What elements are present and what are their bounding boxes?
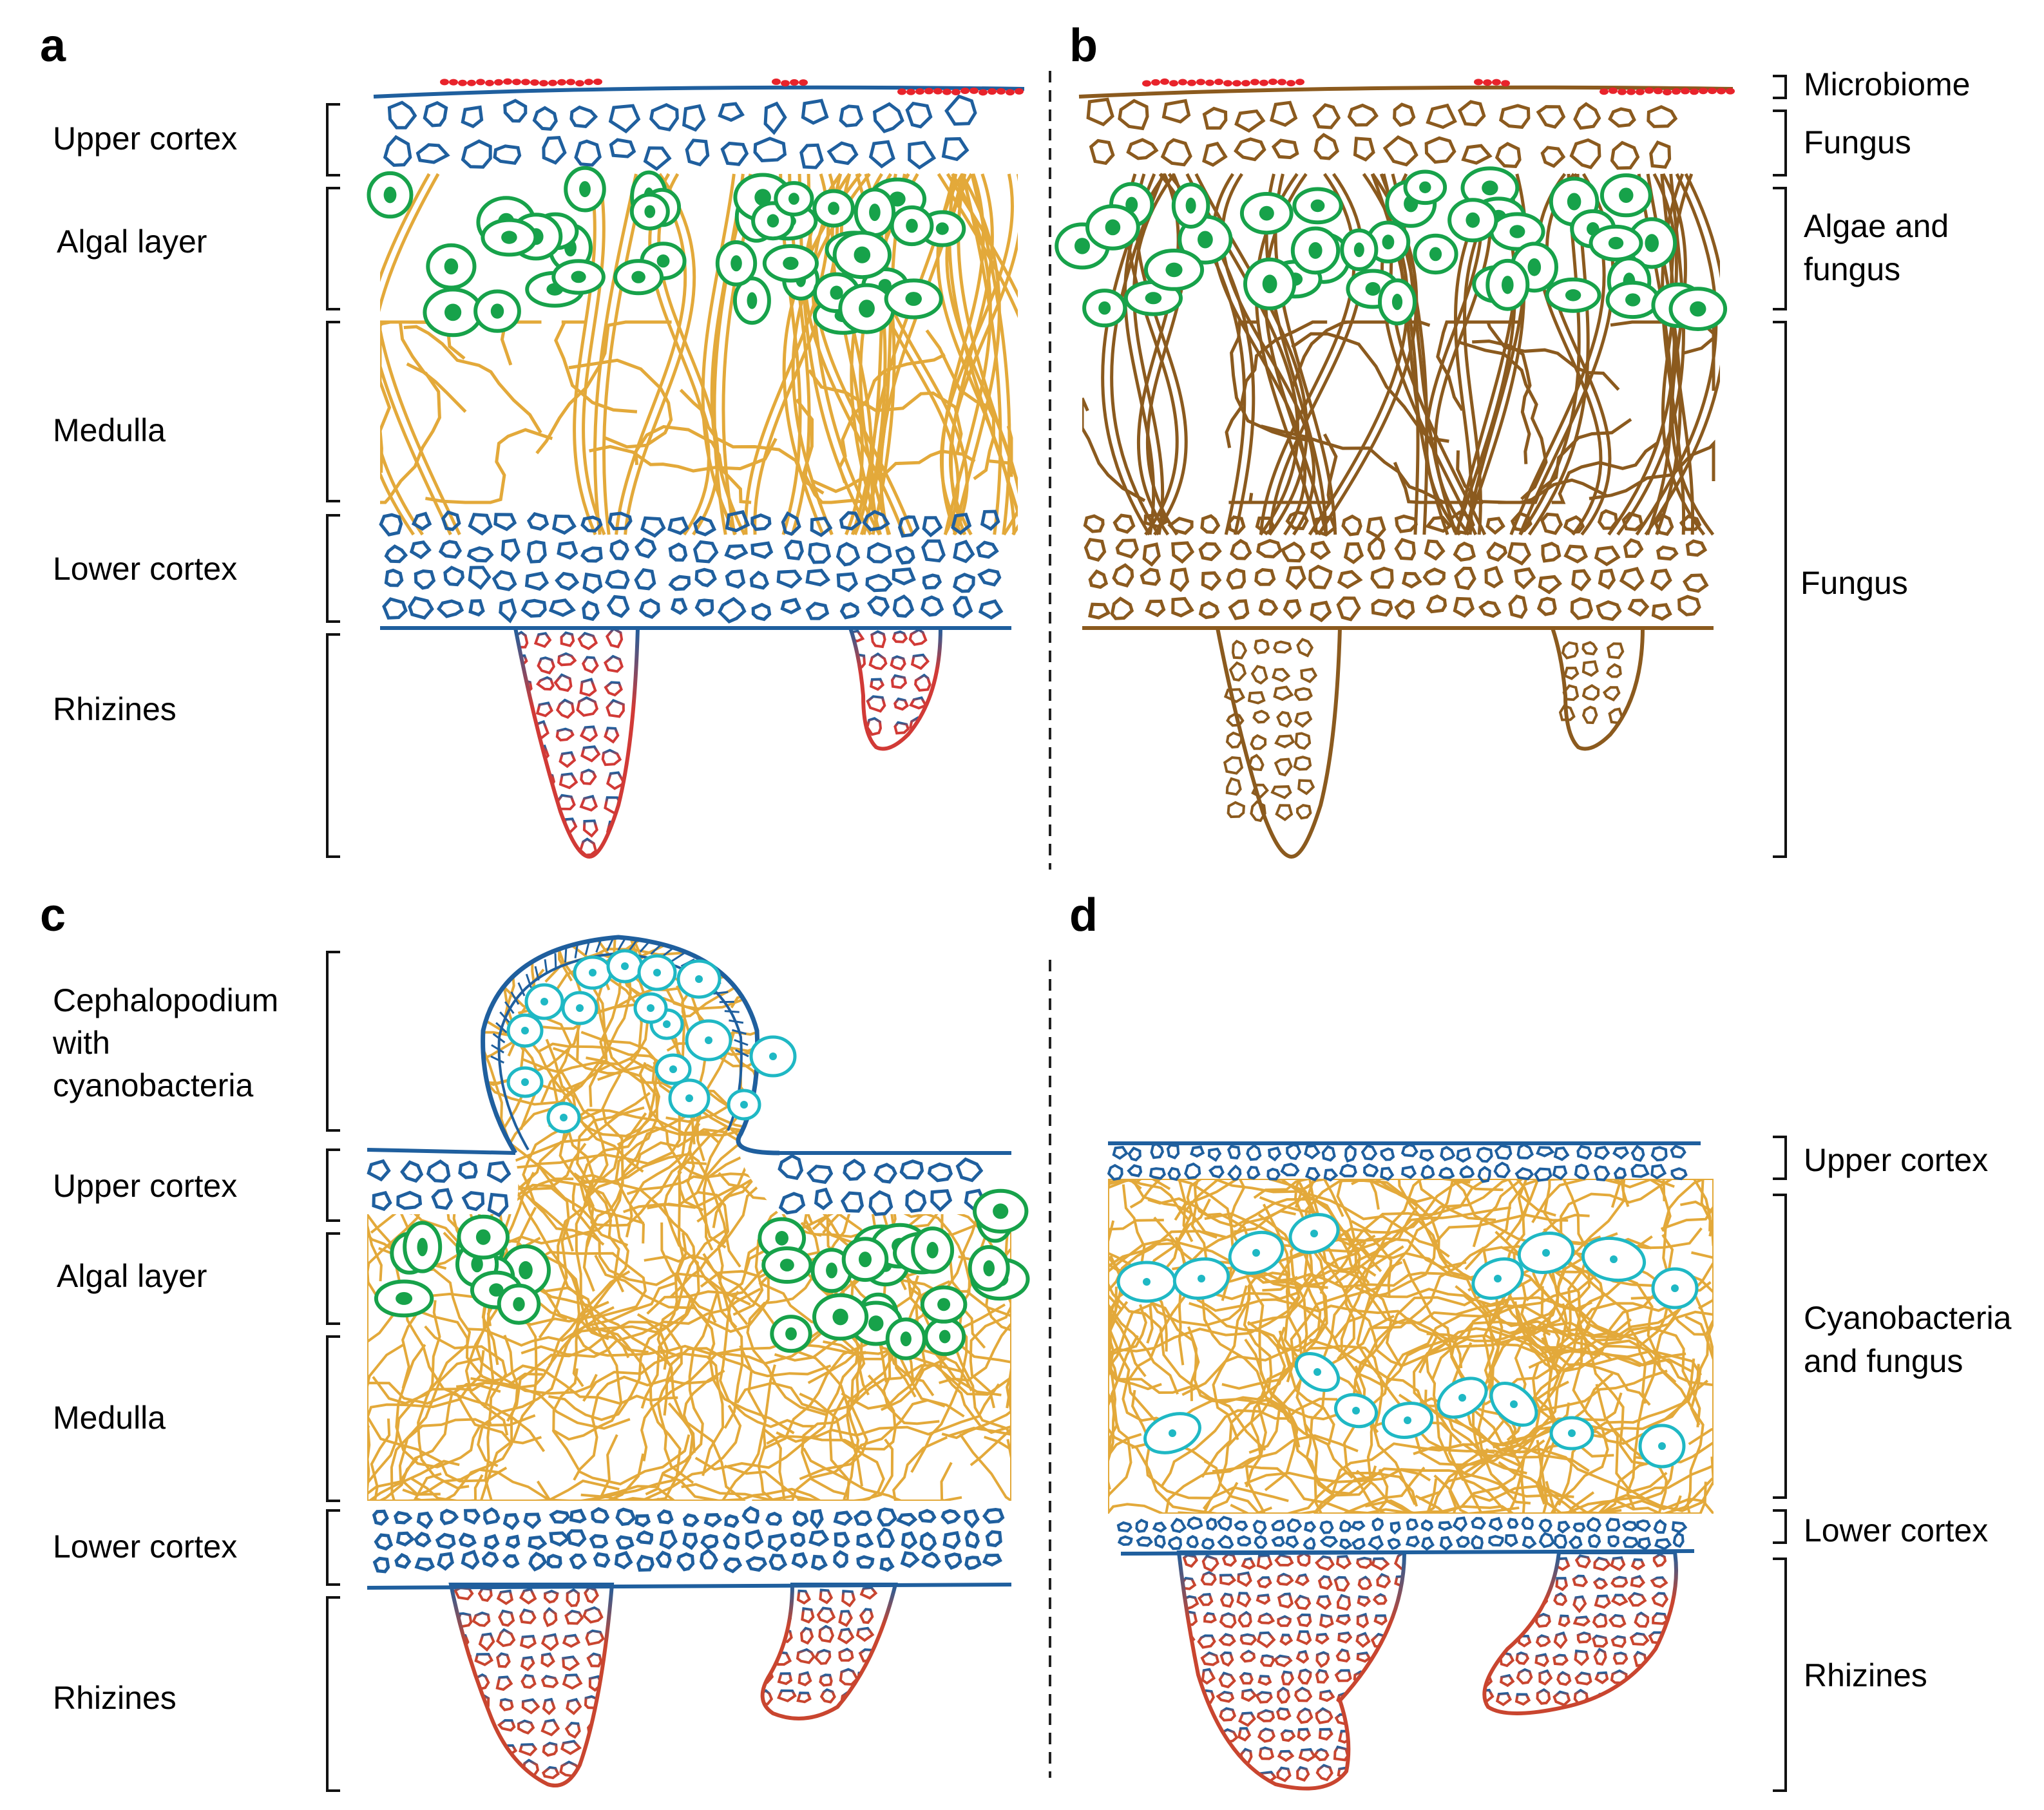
panel-d: Upper cortex Cyanobacteria and fungus Lo… — [1107, 1136, 2012, 1792]
panel-b-brackets — [1773, 75, 1787, 858]
panel-a-drawing — [367, 78, 1025, 859]
label-upper-cortex-d: Upper cortex — [1804, 1142, 1988, 1178]
panel-c-upper-cortex-left — [367, 1159, 511, 1217]
panel-d-medulla — [1108, 1179, 1714, 1514]
label-fungus-line2: fungus — [1804, 251, 1900, 287]
panel-a-brackets — [326, 103, 340, 858]
label-fungus-bottom: Fungus — [1800, 565, 1908, 601]
label-upper-cortex-c: Upper cortex — [53, 1168, 237, 1204]
panel-d-rhizine-2 — [1482, 1550, 1678, 1715]
panel-b-labels: Microbiome Fungus Algae and fungus Fungu… — [1800, 66, 1970, 601]
label-cyanobacteria-d: Cyanobacteria — [1804, 1300, 2012, 1336]
panel-a-algal-cells — [367, 166, 966, 338]
label-upper-cortex: Upper cortex — [53, 120, 237, 157]
label-with: with — [52, 1025, 110, 1061]
panel-c-upper-cortex-right — [778, 1154, 986, 1216]
panel-a: Upper cortex Algal layer Medulla Lower c… — [53, 78, 1025, 859]
panel-letter-c: c — [40, 890, 66, 941]
label-fungus-top: Fungus — [1804, 124, 1911, 160]
label-algae-and: Algae and — [1804, 208, 1949, 244]
panel-b-rhizine-2 — [1549, 626, 1645, 751]
panel-d-brackets — [1773, 1136, 1787, 1792]
label-microbiome: Microbiome — [1804, 66, 1970, 102]
panel-c-rhizine-2 — [760, 1583, 898, 1720]
panel-b-algal-cells — [1055, 166, 1728, 332]
panel-c-surface-line — [367, 1148, 1011, 1155]
label-algal-layer-c: Algal layer — [57, 1258, 207, 1294]
panel-b-microbiome — [1142, 78, 1735, 96]
panel-a-lower-cortex — [379, 510, 1004, 624]
label-algal-layer: Algal layer — [57, 224, 207, 260]
panel-a-surface-line — [373, 85, 1025, 99]
label-cyanobacteria: cyanobacteria — [53, 1067, 253, 1103]
panel-a-microbiome — [440, 78, 1024, 96]
label-and-fungus-d: and fungus — [1804, 1343, 1963, 1379]
panel-a-upper-cortex — [383, 94, 977, 171]
panel-letter-d: d — [1069, 890, 1098, 941]
panel-d-lower-cortex — [1116, 1516, 1688, 1551]
panel-a-labels: Upper cortex Algal layer Medulla Lower c… — [53, 120, 237, 727]
label-medulla-c: Medulla — [53, 1400, 166, 1436]
panel-c-algal-cells — [374, 1188, 1030, 1360]
panel-d-labels: Upper cortex Cyanobacteria and fungus Lo… — [1804, 1142, 2012, 1693]
panel-a-rhizine-1 — [513, 626, 640, 859]
label-medulla: Medulla — [53, 412, 166, 448]
label-rhizines: Rhizines — [53, 691, 177, 727]
panel-a-medulla — [380, 173, 1018, 536]
panel-c-brackets — [326, 951, 340, 1792]
label-rhizines-d: Rhizines — [1804, 1657, 1927, 1693]
panel-c-lower-edge — [367, 1583, 1012, 1590]
panel-c-medulla — [367, 937, 1011, 1501]
panel-d-cyanobacteria — [1116, 1213, 1699, 1469]
panel-d-drawing — [1107, 1141, 1714, 1791]
panel-c-cephalopodium — [481, 935, 797, 1156]
label-lower-cortex-d: Lower cortex — [1804, 1512, 1988, 1548]
panel-c-drawing — [367, 935, 1030, 1787]
panel-letter-b: b — [1069, 20, 1098, 71]
panel-b-upper-cortex — [1086, 97, 1678, 170]
panel-b-drawing — [1055, 78, 1735, 859]
panel-b-surface-line — [1078, 85, 1734, 99]
panel-d-upper-cortex — [1107, 1142, 1688, 1183]
panel-c-labels: Cephalopodium with cyanobacteria Upper c… — [52, 982, 278, 1716]
label-rhizines-c: Rhizines — [53, 1680, 177, 1716]
label-cephalopodium: Cephalopodium — [53, 982, 278, 1018]
panel-c-lower-cortex — [372, 1505, 1005, 1574]
label-lower-cortex: Lower cortex — [53, 551, 237, 587]
panel-d-rhizine-1 — [1176, 1550, 1407, 1791]
panel-b-lower-cortex — [1083, 509, 1709, 623]
panel-b: Microbiome Fungus Algae and fungus Fungu… — [1055, 66, 1970, 859]
panel-a-rhizine-2 — [847, 626, 943, 751]
panel-b-rhizine-1 — [1215, 626, 1342, 859]
panel-c: Cephalopodium with cyanobacteria Upper c… — [52, 935, 1030, 1792]
panel-c-rhizine-1 — [448, 1583, 615, 1787]
label-lower-cortex-c: Lower cortex — [53, 1529, 237, 1565]
panel-letter-a: a — [40, 20, 66, 71]
